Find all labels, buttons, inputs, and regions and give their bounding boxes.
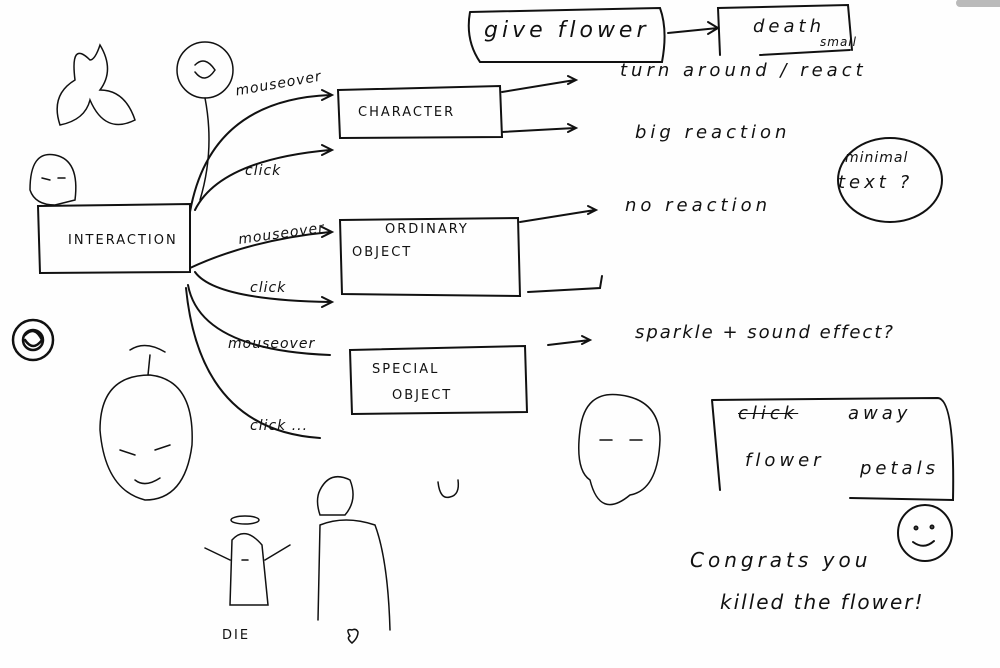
arrow-turn-around — [501, 75, 579, 93]
edge-label-spec-mouseover: mouseover — [228, 336, 316, 352]
arrow-ordinary-click — [527, 275, 603, 293]
small-head-doodle — [29, 153, 77, 206]
die-label: DIE — [222, 628, 251, 643]
node-give-flower: give flower — [484, 18, 650, 43]
edge-label-spec-click: click ... — [250, 418, 309, 434]
congrats-line1: Congrats you — [690, 548, 872, 572]
branch-ord-click — [194, 271, 335, 308]
node-interaction: INTERACTION — [68, 233, 178, 248]
dark-rose-doodle — [11, 318, 55, 362]
girl-doodle — [578, 393, 661, 506]
click-away-struck: click — [738, 403, 799, 424]
edge-label-char-click: click — [245, 163, 282, 179]
node-death: death — [753, 16, 825, 37]
edge-label-ord-click: click — [250, 280, 287, 296]
outcome-sparkle: sparkle + sound effect? — [635, 322, 895, 343]
heart-icon — [347, 628, 359, 644]
interaction-box — [36, 202, 191, 275]
arrow-big-reaction — [501, 123, 579, 133]
tall-person-doodle — [316, 475, 391, 631]
give-flower-box — [467, 6, 666, 63]
arrow-no-reaction — [519, 205, 599, 223]
minimal-text-line1: minimal — [845, 150, 909, 166]
outcome-turn-around: turn around / react — [620, 60, 867, 81]
branch-spec-click — [185, 287, 321, 439]
branch-char-mouseover — [189, 89, 335, 213]
small-underline — [759, 49, 851, 56]
branch-ord-mouseover — [189, 226, 335, 269]
click-away-box — [711, 396, 955, 502]
give-flower-to-death-arrow — [667, 21, 720, 35]
node-ordinary-line1: ORDINARY — [385, 222, 469, 237]
minimal-text-line2: text ? — [838, 172, 914, 193]
node-special-line1: SPECIAL — [372, 362, 440, 377]
special-object-box — [348, 344, 529, 416]
character-box — [336, 84, 504, 140]
arrow-sparkle — [547, 335, 593, 346]
node-ordinary-line2: OBJECT — [352, 245, 413, 260]
flower-doodle-1 — [56, 43, 136, 126]
rose-doodle — [176, 41, 234, 201]
outcome-small-note: small — [820, 35, 857, 49]
congrats-line2: killed the flower! — [720, 590, 925, 614]
node-character: CHARACTER — [358, 105, 456, 120]
outcome-big-reaction: big reaction — [635, 122, 791, 143]
squiggle-doodle — [437, 479, 460, 499]
ordinary-object-box — [338, 216, 522, 298]
death-box — [716, 3, 853, 56]
click-away-rest: away — [848, 403, 912, 424]
click-away-petals: petals — [860, 458, 939, 479]
angel-doodle — [204, 515, 291, 606]
outcome-no-reaction: no reaction — [625, 195, 772, 216]
branch-spec-mouseover — [187, 284, 331, 356]
branch-char-click — [194, 144, 335, 211]
big-head-doodle — [99, 344, 193, 501]
click-away-flower: flower — [745, 450, 825, 471]
node-special-line2: OBJECT — [392, 388, 453, 403]
minimal-text-circle — [837, 137, 943, 223]
smiley-icon — [897, 504, 953, 562]
